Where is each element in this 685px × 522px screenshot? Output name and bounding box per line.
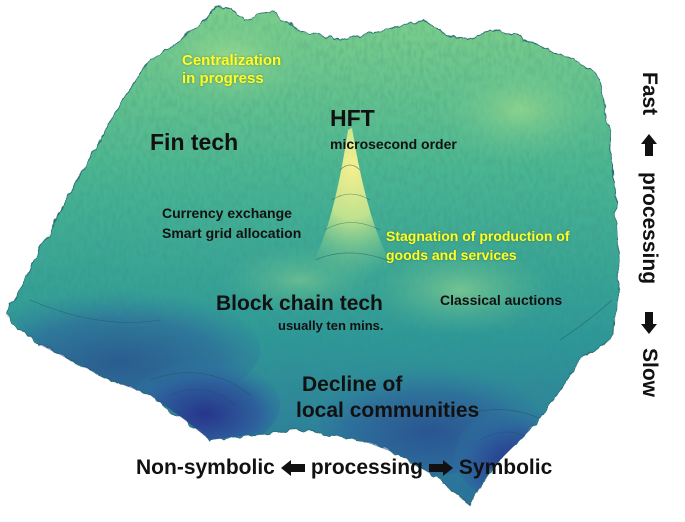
- label-block-chain: Block chain tech: [216, 292, 383, 315]
- label-stagnation-line1: Stagnation of production of: [386, 228, 570, 244]
- axis-y-middle-wrapper: processing: [624, 172, 674, 290]
- axis-y-top-wrapper: Fast: [624, 72, 674, 121]
- axis-y-top-label: Fast: [638, 72, 661, 116]
- label-decline-line1: Decline of: [302, 373, 403, 396]
- axis-y-middle-label: processing: [638, 172, 661, 285]
- axis-y-bottom-label: Slow: [638, 348, 661, 398]
- label-hft: HFT: [330, 105, 375, 131]
- label-fin-tech: Fin tech: [150, 129, 239, 155]
- label-centralization-line2: in progress: [182, 70, 264, 87]
- axis-x-left-label: Non-symbolic: [136, 456, 275, 479]
- label-stagnation-line2: goods and services: [386, 247, 517, 263]
- horizontal-axis: Non-symbolic processing Symbolic: [136, 456, 606, 480]
- arrow-left-icon: [280, 460, 305, 476]
- arrow-up-icon: [641, 134, 657, 156]
- label-classical-auctions: Classical auctions: [440, 292, 563, 308]
- label-currency-exchange: Currency exchange: [162, 205, 292, 221]
- label-decline-line2: local communities: [296, 399, 480, 422]
- arrow-down-icon: [641, 312, 657, 334]
- label-smart-grid: Smart grid allocation: [162, 225, 302, 241]
- axis-x-middle-label: processing: [310, 456, 423, 479]
- arrow-right-icon: [428, 460, 453, 476]
- vertical-axis: Fast processing Slow: [624, 72, 674, 412]
- axis-x-right-label: Symbolic: [458, 456, 553, 479]
- label-centralization-line1: Centralization: [182, 52, 282, 69]
- label-hft-sub: microsecond order: [330, 136, 457, 152]
- label-block-chain-sub: usually ten mins.: [278, 318, 384, 333]
- axis-y-bottom-wrapper: Slow: [624, 348, 674, 403]
